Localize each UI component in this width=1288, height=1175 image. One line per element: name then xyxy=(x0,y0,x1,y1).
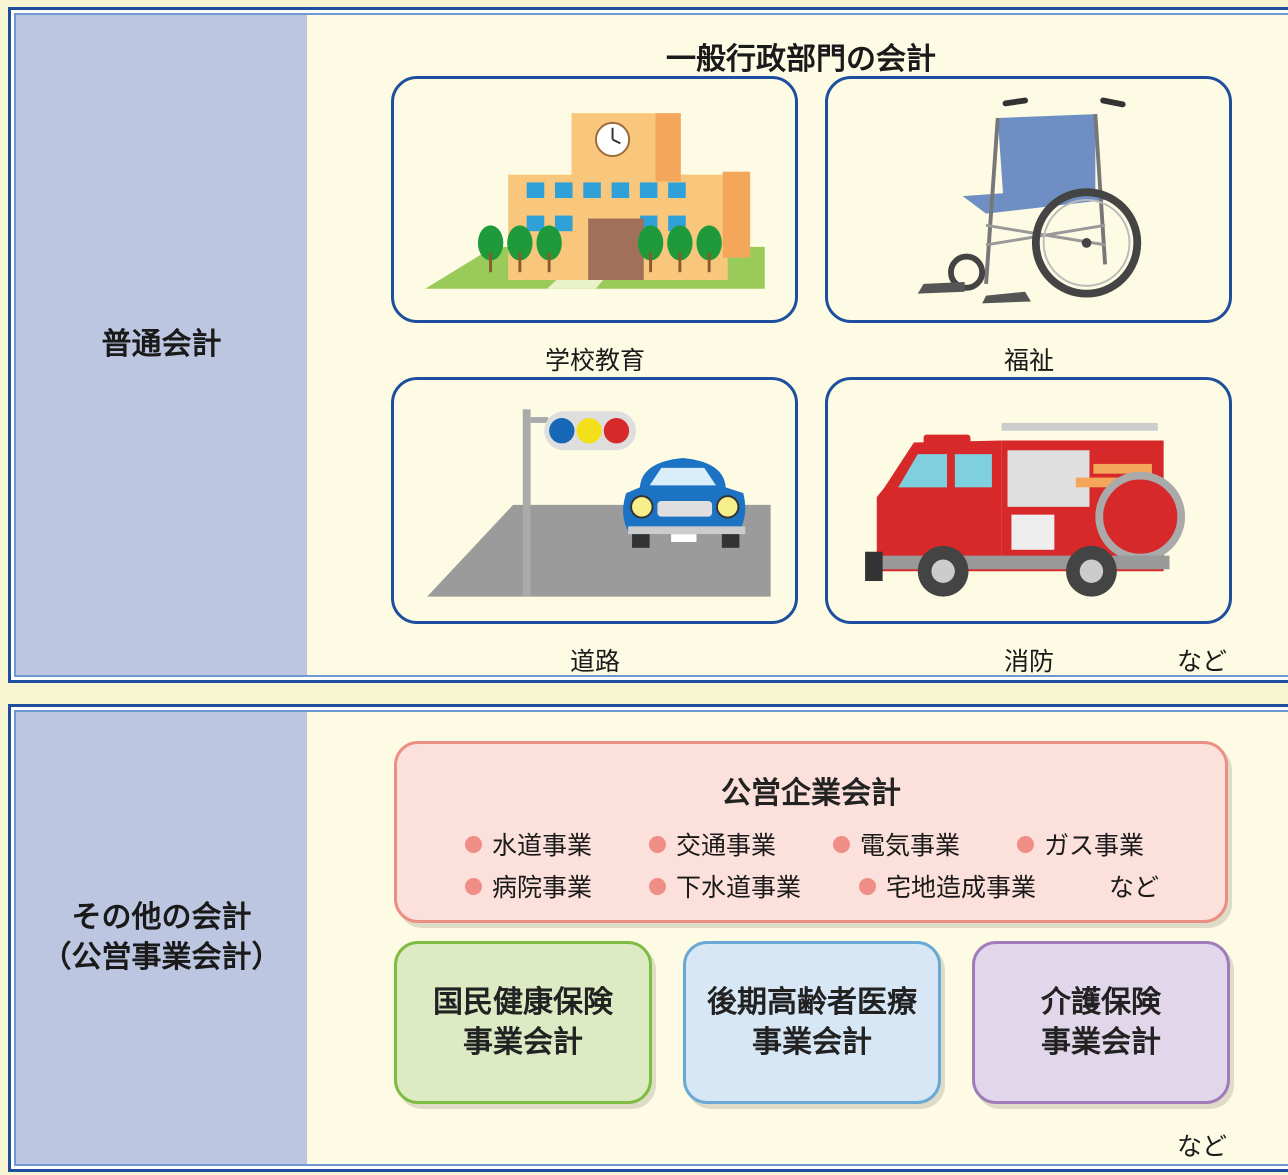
enterprise-item: ガス事業 xyxy=(1017,826,1144,862)
enterprise-item: 交通事業 xyxy=(649,826,776,862)
bullet-icon xyxy=(859,878,876,895)
public-enterprise-box: 公営企業会計 水道事業 交通事業 電気事業 ガス事業 病院事業 下水道事業 宅地… xyxy=(394,741,1228,923)
road-card xyxy=(391,377,798,624)
fire-card xyxy=(825,377,1232,624)
general-accounts-panel: 普通会計 一般行政部門の会計 xyxy=(8,7,1288,683)
fire-truck-icon xyxy=(865,422,1186,597)
bullet-icon xyxy=(465,836,482,853)
school-icon xyxy=(425,113,765,289)
long-term-care-box: 介護保険事業会計 xyxy=(972,941,1230,1104)
welfare-card xyxy=(825,76,1232,323)
bullet-icon xyxy=(1017,836,1034,853)
general-account-label: 普通会計 xyxy=(16,15,307,675)
bullet-icon xyxy=(465,878,482,895)
enterprise-item: 病院事業 xyxy=(465,868,592,904)
public-enterprise-title: 公営企業会計 xyxy=(721,776,901,811)
wheelchair-icon xyxy=(917,97,1142,304)
road-caption: 道路 xyxy=(569,647,620,676)
enterprise-etc: など xyxy=(1109,873,1160,902)
road-car-icon xyxy=(427,409,771,597)
enterprise-item: 電気事業 xyxy=(833,826,960,862)
other-etc: など xyxy=(1177,1132,1228,1161)
bullet-icon xyxy=(649,878,666,895)
late-elderly-medical-box: 後期高齢者医療事業会計 xyxy=(683,941,941,1104)
enterprise-item: 水道事業 xyxy=(465,826,592,862)
national-health-insurance-box: 国民健康保険事業会計 xyxy=(394,941,652,1104)
school-card xyxy=(391,76,798,323)
fire-caption: 消防 xyxy=(1003,647,1054,676)
bullet-icon xyxy=(833,836,850,853)
enterprise-item: 宅地造成事業 xyxy=(859,868,1036,904)
other-account-label: その他の会計 （公営事業会計） xyxy=(16,712,307,1164)
enterprise-item: 下水道事業 xyxy=(649,868,801,904)
general-admin-heading: 一般行政部門の会計 xyxy=(666,42,936,77)
school-caption: 学校教育 xyxy=(544,346,645,375)
general-etc: など xyxy=(1177,647,1228,676)
other-accounts-panel: その他の会計 （公営事業会計） 公営企業会計 水道事業 交通事業 電気事業 ガス… xyxy=(8,704,1288,1172)
welfare-caption: 福祉 xyxy=(1003,346,1054,375)
bullet-icon xyxy=(649,836,666,853)
